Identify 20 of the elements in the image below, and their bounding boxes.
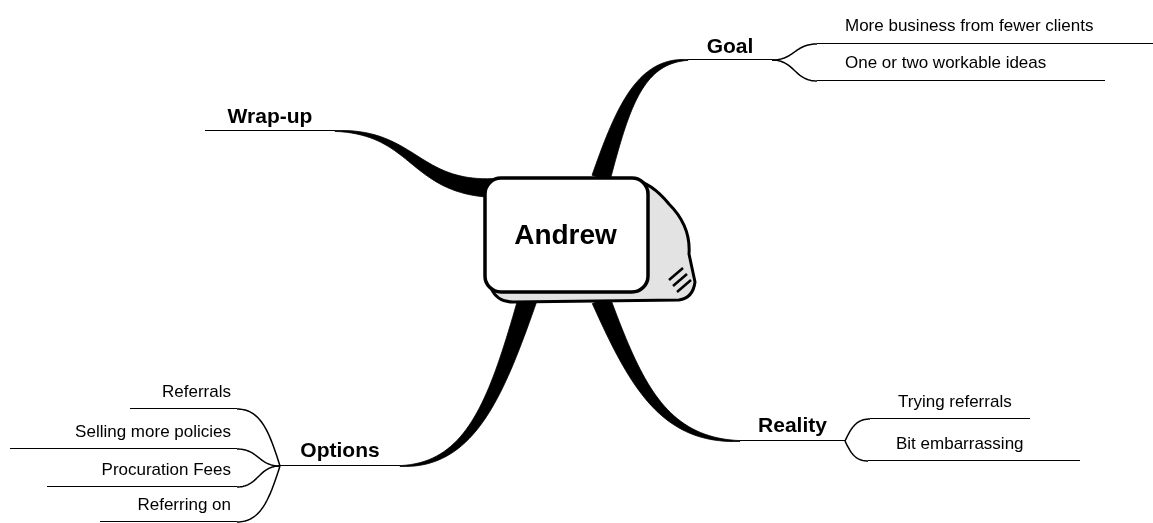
branch-label: Goal (688, 33, 772, 60)
branch-label: Options (280, 437, 400, 466)
subtopic-label: Procuration Fees (47, 458, 237, 487)
connector-line (236, 465, 281, 523)
tapered-branch (334, 130, 494, 198)
connector-line (236, 465, 281, 488)
subtopic-label: Referring on (100, 493, 237, 522)
connector-line (771, 59, 818, 82)
central-topic-text: Andrew (514, 219, 617, 251)
branch-label: Wrap-up (205, 103, 335, 131)
subtopic-label: More business from fewer clients (817, 14, 1153, 44)
subtopic-label: Selling more policies (10, 420, 237, 449)
connector-line (236, 408, 281, 467)
subtopic-label: Trying referrals (870, 390, 1030, 419)
subtopic-label: One or two workable ideas (817, 51, 1105, 81)
subtopic-label: Bit embarrassing (868, 432, 1080, 461)
subtopic-label: Referrals (130, 380, 237, 409)
branch-label: Reality (740, 412, 845, 441)
connector-line (844, 440, 869, 462)
connector-line (844, 418, 871, 442)
